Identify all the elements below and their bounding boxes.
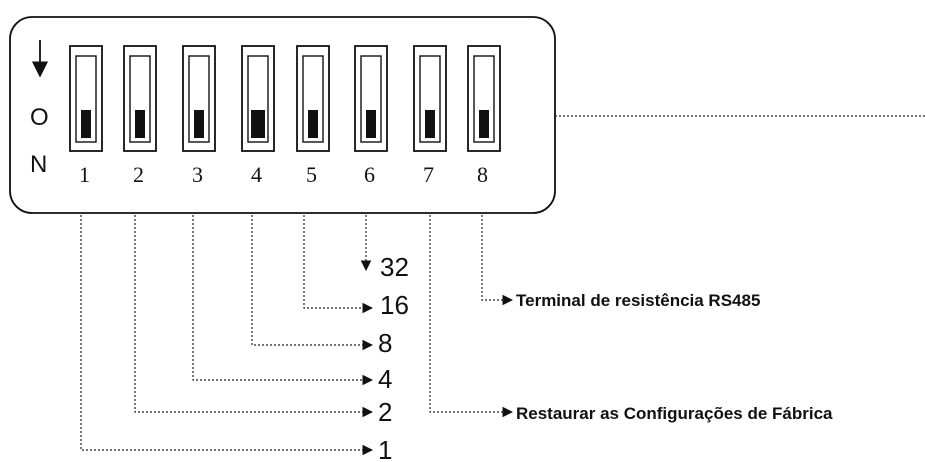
connector-2 <box>134 215 374 418</box>
switch-number-5: 5 <box>306 162 317 187</box>
switch-number-1: 1 <box>79 162 90 187</box>
switch-number-2: 2 <box>133 162 144 187</box>
switch-number-3: 3 <box>192 162 203 187</box>
value-16: 16 <box>380 290 409 320</box>
switch-number-6: 6 <box>364 162 375 187</box>
switch-number-8: 8 <box>477 162 488 187</box>
connector-terminal <box>481 215 514 306</box>
on-label-n: N <box>30 151 47 178</box>
switch-knob-1 <box>81 110 91 138</box>
switch-knob-4 <box>251 110 265 138</box>
connector-16 <box>303 215 374 314</box>
switch-knob-2 <box>135 110 145 138</box>
value-2: 2 <box>378 397 392 427</box>
connector-restore <box>429 215 514 418</box>
terminal-label: Terminal de resistência RS485 <box>516 291 760 310</box>
value-1: 1 <box>378 435 392 462</box>
connector-4 <box>192 215 374 386</box>
connector-1 <box>80 215 374 456</box>
connector-8 <box>251 215 374 351</box>
restore-label: Restaurar as Configurações de Fábrica <box>516 404 833 423</box>
switch-knob-5 <box>308 110 318 138</box>
value-8: 8 <box>378 328 392 358</box>
connector-lines <box>80 215 514 456</box>
switch-number-7: 7 <box>423 162 434 187</box>
switch-knob-7 <box>425 110 435 138</box>
switch-knob-8 <box>479 110 489 138</box>
switch-knob-3 <box>194 110 204 138</box>
value-32: 32 <box>380 252 409 282</box>
switch-knob-6 <box>366 110 376 138</box>
on-label-o: O <box>30 104 49 131</box>
value-4: 4 <box>378 364 392 394</box>
switch-group: 1 2 3 4 5 6 7 8 <box>69 45 501 187</box>
switch-number-4: 4 <box>251 162 262 187</box>
